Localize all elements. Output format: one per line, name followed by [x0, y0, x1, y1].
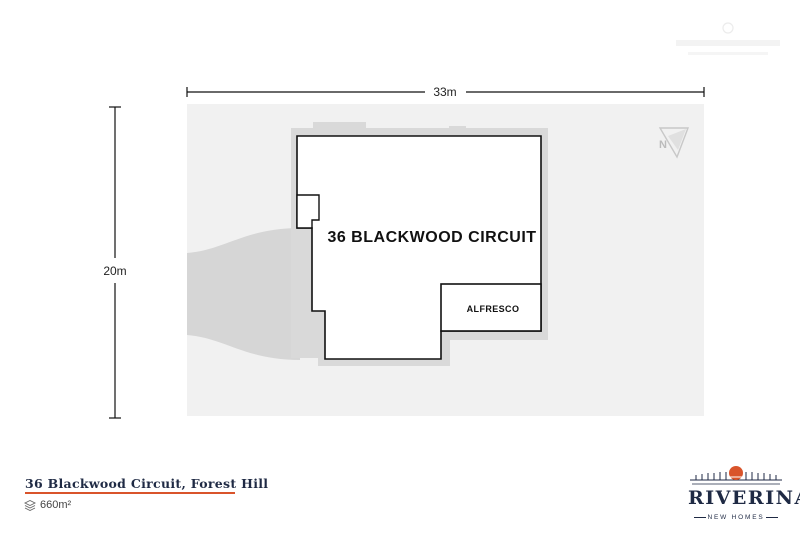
brand-tagline: NEW HOMES: [707, 514, 765, 521]
land-area-value: 660m²: [40, 499, 72, 511]
house-label: 36 BLACKWOOD CIRCUIT: [327, 229, 536, 246]
width-dimension-label: 33m: [433, 85, 456, 99]
driveway: [187, 228, 300, 360]
brand-emblem-icon: [690, 466, 782, 485]
watermark-logo: [666, 18, 786, 64]
address-underline: [25, 492, 235, 494]
height-dimension: [109, 106, 121, 419]
width-dimension: [186, 87, 705, 97]
brand-logo: RIVERINA NEW HOMES: [688, 464, 800, 528]
alfresco-room: [440, 283, 542, 332]
address-title: 36 Blackwood Circuit, Forest Hill: [25, 476, 269, 491]
brand-tagline-rule-right: [766, 517, 778, 518]
height-dimension-label: 20m: [103, 264, 126, 278]
compass-label: N: [659, 139, 667, 151]
alfresco-label: ALFRESCO: [467, 304, 520, 314]
brand-tagline-rule-left: [694, 517, 706, 518]
land-area: 660m²: [24, 499, 71, 511]
brand-name: RIVERINA: [688, 487, 800, 509]
land-area-icon: [24, 499, 36, 511]
entry-nook: [296, 194, 320, 229]
compass-icon: [658, 127, 690, 159]
